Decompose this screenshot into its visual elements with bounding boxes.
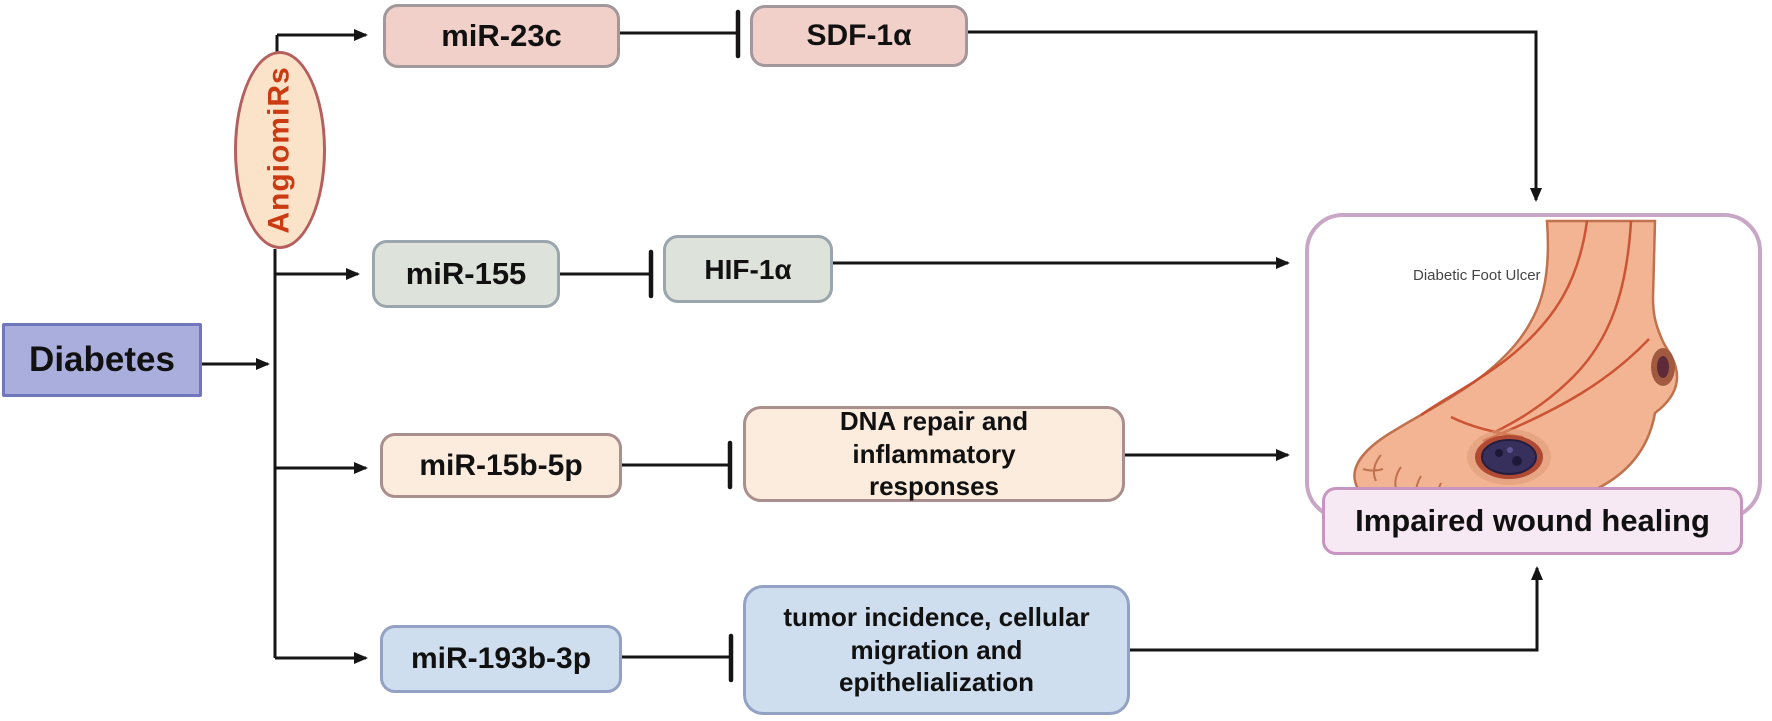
inhibition-mir-155-to-hif	[560, 249, 654, 299]
hif-1a-label: HIF-1α	[704, 253, 792, 285]
node-tumor-processes: tumor incidence, cellular migration and …	[743, 585, 1130, 715]
tumor-processes-label: tumor incidence, cellular migration and …	[783, 602, 1090, 698]
angiomirs-hub: AngiomiRs	[234, 51, 326, 249]
outcome-panel: Diabetic Foot Ulcer	[1305, 213, 1762, 520]
mir-15b-5p-label: miR-15b-5p	[419, 448, 583, 482]
node-sdf-1a: SDF-1α	[750, 5, 968, 67]
node-mir-23c: miR-23c	[383, 4, 620, 68]
sdf-1a-label: SDF-1α	[806, 19, 912, 53]
outcome-box: Impaired wound healing	[1322, 487, 1743, 555]
node-mir-193b-3p: miR-193b-3p	[380, 625, 622, 693]
inhibition-mir-193b-to-tumor	[622, 633, 734, 683]
foot-illustration	[1353, 219, 1679, 514]
dna-repair-label: DNA repair and inflammatory responses	[839, 406, 1029, 502]
connector-sdf-to-panel	[968, 30, 1542, 202]
mir-23c-label: miR-23c	[441, 17, 562, 53]
mir-193b-3p-label: miR-193b-3p	[410, 642, 592, 676]
foot-caption: Diabetic Foot Ulcer	[1413, 267, 1541, 284]
angiomirs-label: AngiomiRs	[263, 66, 296, 234]
connector-trunk	[273, 35, 279, 658]
inhibition-mir-15b-to-dna	[622, 440, 733, 490]
outcome-label: Impaired wound healing	[1355, 502, 1710, 538]
diabetes-node: Diabetes	[2, 323, 202, 397]
diabetes-label: Diabetes	[29, 340, 175, 380]
node-dna-repair-responses: DNA repair and inflammatory responses	[743, 406, 1125, 502]
node-hif-1a: HIF-1α	[663, 235, 833, 303]
mir-155-label: miR-155	[405, 255, 527, 291]
connector-tumor-to-outcome	[1130, 566, 1543, 652]
inhibition-mir-23c-to-sdf	[620, 9, 741, 59]
node-mir-15b-5p: miR-15b-5p	[380, 433, 622, 498]
node-mir-155: miR-155	[372, 240, 560, 308]
